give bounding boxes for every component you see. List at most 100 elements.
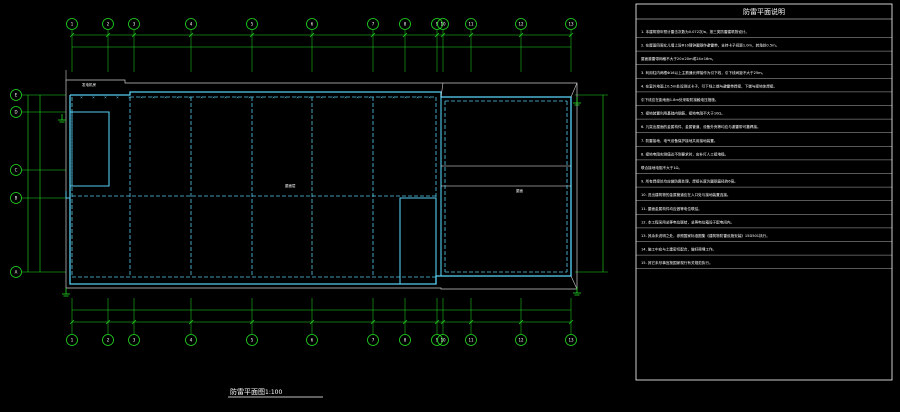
dimension-tick: [309, 319, 315, 325]
dimension-tick: [402, 32, 408, 38]
dimension-tick: [69, 319, 75, 325]
axis-bubble: [367, 18, 379, 30]
dimension-tick: [188, 32, 194, 38]
dimension-tick: [440, 319, 446, 325]
dimension-tick: [568, 319, 574, 325]
strip-marker: ×: [176, 96, 179, 100]
note-line: 14. 施工中应与土建密切配合，做好预埋工作。: [641, 247, 716, 252]
strip-marker: ×: [296, 96, 299, 100]
strip-marker: ×: [140, 96, 143, 100]
axis-label: 5: [251, 22, 254, 27]
note-line: 6. 凡突出屋面的金属构件、金属管道、设备外壳等均应与避雷带可靠焊接。: [641, 124, 761, 129]
strip-marker: ×: [308, 96, 311, 100]
drawing-title-block: 防雷平面图 1:100: [228, 387, 323, 398]
axis-bubble: [515, 18, 527, 30]
axis-label: 7: [372, 22, 375, 27]
axis-label: 12: [518, 338, 524, 343]
axis-bubble: [185, 18, 197, 30]
dimension-tick: [518, 319, 524, 325]
corner-line: [440, 82, 444, 98]
note-line: 引下线应在距地面1.8m处采取防接触电压措施。: [641, 97, 719, 102]
notes-title: 防雷平面说明: [743, 7, 785, 16]
right-room-label: 屋面: [516, 188, 524, 193]
axis-label: 4: [190, 22, 193, 27]
axis-bubble: [306, 18, 318, 30]
right-dimension-lines: [575, 94, 608, 273]
strip-marker: ×: [152, 96, 155, 100]
axis-label: C: [15, 168, 18, 173]
note-line: 4. 在室外地面上0.5m处设测试卡子，引下线上端与避雷带焊接，下端与接地体焊接…: [641, 83, 777, 88]
axis-bubble: [399, 18, 411, 30]
lightning-protection-mesh: ××××××××××××××××××××××××××××××: [71, 96, 568, 278]
dimension-tick: [249, 32, 255, 38]
axis-bubble: [128, 18, 140, 30]
axis-label: 8: [404, 338, 407, 343]
axis-label: D: [14, 110, 17, 115]
axis-label: B: [15, 196, 18, 201]
axis-bubble: [128, 334, 140, 346]
parapet-outline: [65, 79, 578, 290]
dimension-tick: [105, 32, 111, 38]
drawing-title: 防雷平面图: [230, 387, 265, 396]
axis-bubble: [10, 164, 22, 176]
strip-marker: ×: [380, 96, 383, 100]
note-line: 5. 接地装置利用基础内钢筋，接地电阻不大于10Ω。: [641, 111, 725, 116]
dimension-tick: [468, 32, 474, 38]
dimension-tick: [249, 319, 255, 325]
strip-marker: ×: [200, 96, 203, 100]
axis-label: 12: [518, 22, 524, 27]
right-block-wall: [440, 96, 572, 277]
axis-bubble: [102, 18, 114, 30]
axis-bubble: [399, 334, 411, 346]
note-line: 10. 进出建筑物的金属管道应在入口处与接地装置连接。: [641, 192, 731, 197]
axis-bubble: [246, 18, 258, 30]
axis-bubble: [66, 334, 78, 346]
axis-bubble: [565, 334, 577, 346]
note-line: 9. 所有焊接处均应做防腐处理，焊接长度为圆钢直径的6倍。: [641, 179, 738, 184]
note-line: 联合接地电阻不大于1Ω。: [641, 165, 682, 170]
strip-marker: ×: [404, 96, 407, 100]
axis-label: 10: [440, 338, 446, 343]
dimension-tick: [188, 319, 194, 325]
dimension-tick: [131, 32, 137, 38]
axis-label: 3: [133, 22, 136, 27]
strip-marker: ×: [428, 96, 431, 100]
strip-marker: ×: [212, 96, 215, 100]
note-line: 11. 屋面金属构件均应做等电位联结。: [641, 206, 702, 211]
axis-label: 11: [468, 338, 474, 343]
strip-marker: ×: [188, 96, 191, 100]
axis-label: 11: [468, 22, 474, 27]
strip-marker: ×: [272, 96, 275, 100]
dimension-tick: [105, 319, 111, 325]
note-line: 8. 接地电阻实测值达不到要求时，应补打人工接地极。: [641, 151, 728, 156]
strip-marker: ×: [392, 96, 395, 100]
grounding-marks: [58, 97, 581, 297]
dimension-tick: [309, 32, 315, 38]
axis-bubble: [10, 89, 22, 101]
note-line: 7. 防雷接地、电气设备保护接地共用接地装置。: [641, 138, 717, 143]
dimension-tick: [69, 32, 75, 38]
dimension-tick: [370, 319, 376, 325]
axis-label: 13: [568, 22, 574, 27]
axis-bubble: [465, 18, 477, 30]
axis-bubble: [431, 334, 443, 346]
axis-bubble: [565, 18, 577, 30]
strip-marker: ×: [128, 96, 131, 100]
axis-label: 3: [133, 338, 136, 343]
strip-marker: ×: [224, 96, 227, 100]
strip-marker: ×: [416, 96, 419, 100]
strip-marker: ×: [356, 96, 359, 100]
note-line: 15. 其它未尽事宜按国家现行有关规范执行。: [641, 260, 713, 265]
left-dimension-lines: [22, 94, 66, 273]
axis-label: 2: [107, 338, 110, 343]
roof-outline: [65, 70, 578, 290]
strip-marker: ×: [332, 96, 335, 100]
axis-bubble: [515, 334, 527, 346]
corner-line: [570, 82, 578, 98]
axis-label: 2: [107, 22, 110, 27]
drawing-scale: 1:100: [265, 389, 282, 396]
strip-marker: ×: [116, 96, 119, 100]
strip-marker: ×: [320, 96, 323, 100]
notes-lines: 1. 本建筑物年预计雷击次数为0.072次/a，按三类防雷建筑物设计。2. 在屋…: [636, 29, 892, 269]
